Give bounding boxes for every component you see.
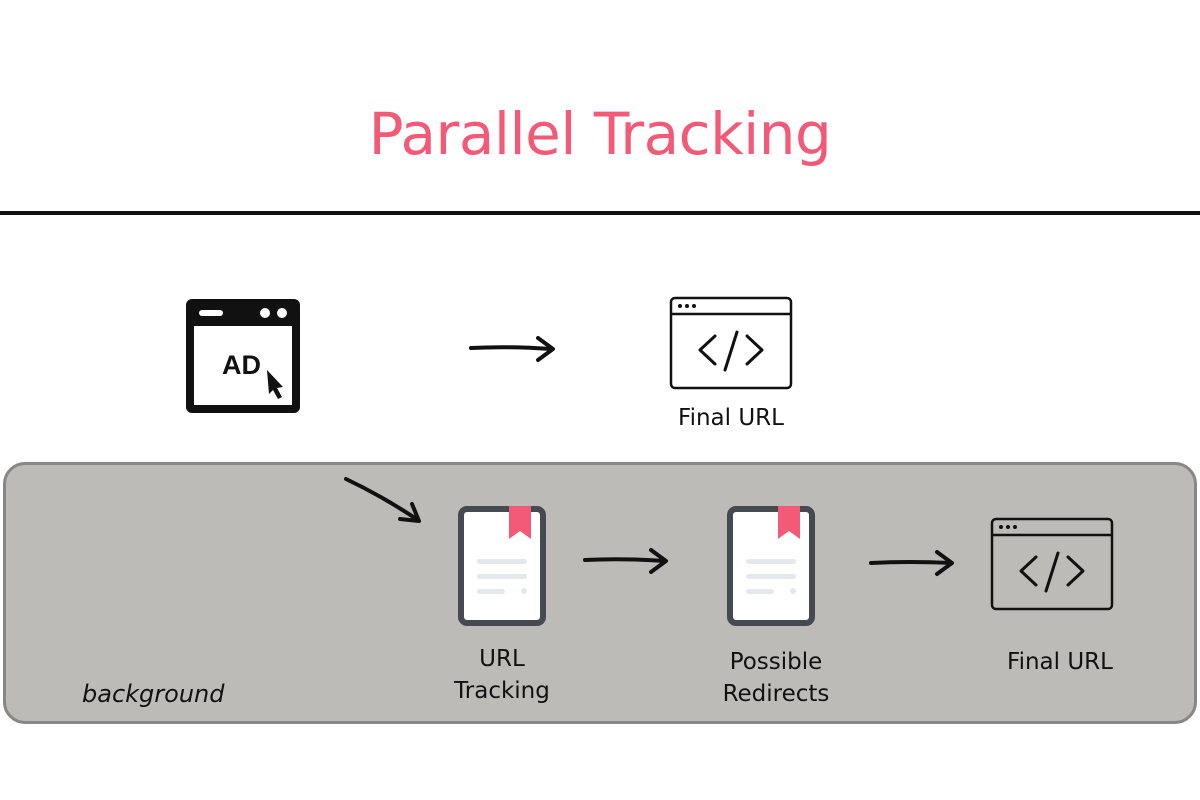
bottom-final-url-label: Final URL <box>1007 649 1113 675</box>
possible-redirects-line2: Redirects <box>722 681 830 707</box>
arrow-icon <box>344 477 421 523</box>
arrow-icon <box>583 548 668 574</box>
possible-redirects-line1: Possible <box>729 649 823 675</box>
arrow-icon <box>469 336 555 362</box>
code-window-icon <box>669 296 793 390</box>
possible-redirects-label: Possible Redirects <box>696 646 856 710</box>
url-tracking-line2: Tracking <box>454 678 550 704</box>
url-tracking-line1: URL <box>479 646 525 672</box>
ad-text: AD <box>222 350 261 380</box>
top-final-url-label: Final URL <box>678 405 784 431</box>
title-divider <box>0 211 1200 215</box>
code-window-icon <box>990 517 1114 611</box>
background-label: background <box>82 680 225 708</box>
document-bookmark-icon <box>458 506 546 626</box>
ad-browser-icon: AD <box>186 299 300 413</box>
document-bookmark-icon <box>727 506 815 626</box>
arrow-icon <box>869 550 954 576</box>
page-title: Parallel Tracking <box>368 100 832 168</box>
url-tracking-label: URL Tracking <box>432 643 572 707</box>
